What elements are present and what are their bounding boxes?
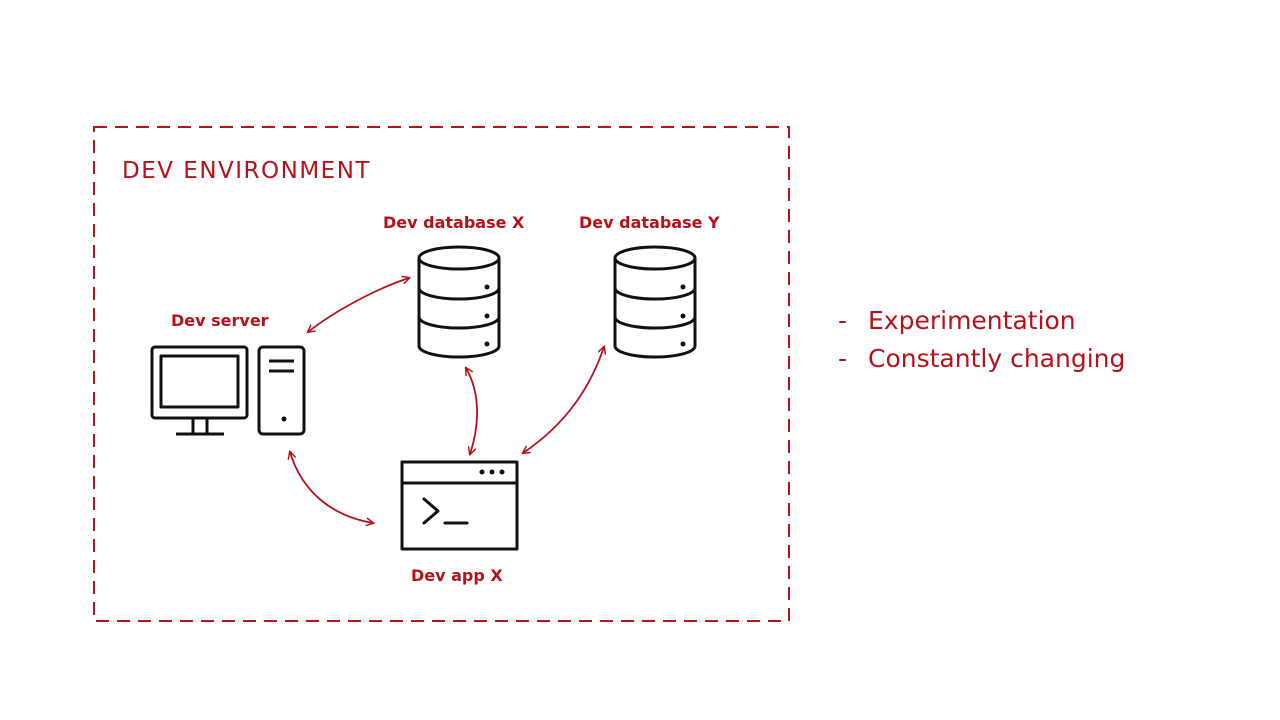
- database-y-label: Dev database Y: [579, 213, 720, 232]
- arrow-app-x-database-y: [521, 345, 607, 455]
- arrow-server-database-x: [306, 275, 411, 334]
- notes-list: -Experimentation -Constantly changing: [838, 302, 1125, 378]
- database-y-icon: [613, 245, 697, 359]
- arrow-app-x-database-x: [464, 366, 478, 456]
- note-bullet: -: [838, 344, 848, 373]
- app-x-label: Dev app X: [411, 566, 503, 585]
- environment-boundary: [93, 126, 790, 622]
- terminal-window-icon: [400, 460, 519, 551]
- note-text: Experimentation: [868, 306, 1076, 335]
- environment-title: DEV ENVIRONMENT: [122, 158, 371, 184]
- note-text: Constantly changing: [868, 344, 1126, 373]
- database-x-icon: [417, 245, 501, 359]
- note-bullet: -: [838, 306, 848, 335]
- desktop-computer-icon: [150, 345, 306, 436]
- note-item: -Constantly changing: [838, 340, 1125, 378]
- database-x-label: Dev database X: [383, 213, 525, 232]
- server-label: Dev server: [171, 311, 269, 330]
- arrow-server-app-x: [287, 450, 375, 527]
- note-item: -Experimentation: [838, 302, 1125, 340]
